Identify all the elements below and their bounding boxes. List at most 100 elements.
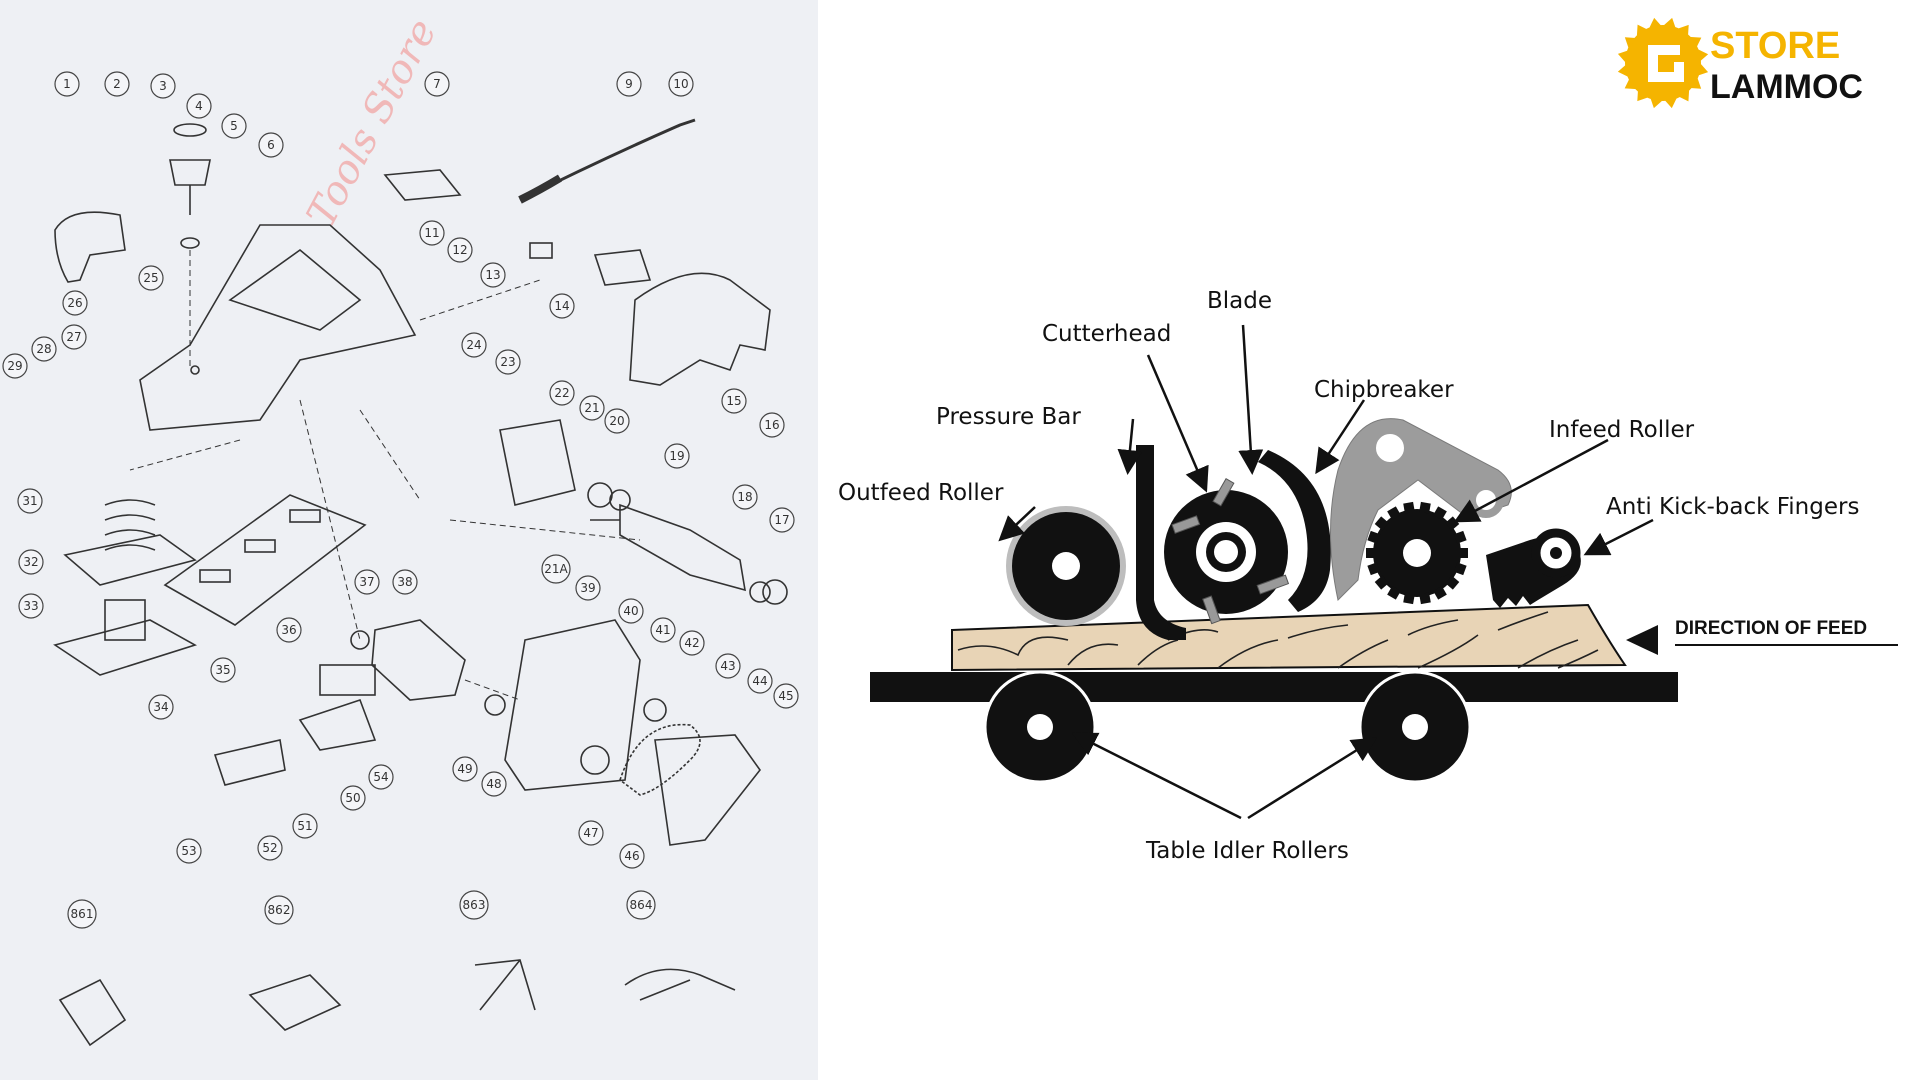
callout-number: 19 [669,449,684,463]
callout-number: 26 [67,296,82,310]
callout-number: 862 [268,903,291,917]
part-handle [629,272,771,386]
label-blade: Blade [1207,288,1272,314]
part-field-coil [499,419,576,506]
callout-circle [452,756,478,782]
callout-circle [150,73,176,99]
callout-number: 14 [554,299,569,313]
callout-number: 31 [22,494,37,508]
label-cutterhead: Cutterhead [1042,321,1171,347]
table-idler-roller-left [983,670,1097,784]
saw-tooth [1678,89,1690,102]
callout-circle [276,617,302,643]
part-shoe [163,494,367,626]
exploded-parts-diagram: Tools Store [0,0,819,1080]
saw-tooth [1650,97,1663,109]
callout-number: 23 [500,355,515,369]
callout-circle [721,388,747,414]
gear-tooth [1445,575,1460,590]
callout-circle [67,899,97,929]
part-knob-cap [173,123,207,137]
label-pressure-bar: Pressure Bar [936,404,1081,430]
saw-tooth [1648,17,1662,29]
callout-number: 25 [143,271,158,285]
callout-number: 28 [36,342,51,356]
gear-tooth [1453,530,1467,544]
part-front-base [53,619,198,676]
callout-circle [17,488,43,514]
callout-circle [461,332,487,358]
chipbreaker [1258,450,1331,612]
callout-number: 33 [23,599,38,613]
logo-lammoc-text: LAMMOC [1710,68,1863,106]
callout-circle [759,412,785,438]
gear-tooth [1387,586,1401,600]
callout-circle [579,395,605,421]
callout-number: 21 [584,401,599,415]
store-lammoc-logo: STORE LAMMOC [1617,17,1863,109]
label-leaders [998,324,1654,820]
callout-number: 32 [23,555,38,569]
gear-tooth [1403,501,1415,514]
callout-number: 863 [463,898,486,912]
gear-tooth [1433,506,1447,520]
part-sketches [53,118,788,1047]
gear-tooth [1419,592,1431,605]
saw-tooth [1617,64,1629,78]
callout-number: 7 [433,77,441,91]
callout-circle [619,843,645,869]
saw-tooth [1697,48,1709,62]
saw-tooth [1636,24,1648,37]
callout-number: 36 [281,623,296,637]
saw-tooth [1664,97,1678,109]
gear-tooth [1458,548,1468,558]
part-belt-cover-plate [504,619,641,791]
callout-circle [54,71,80,97]
saw-tooth [1697,63,1709,76]
callout-number: 54 [373,770,388,784]
callout-number: 43 [720,659,735,673]
callout-number: 38 [397,575,412,589]
callout-number: 35 [215,663,230,677]
callout-circle [495,349,521,375]
callout-circle [481,771,507,797]
part-accessory-864 [624,968,736,1001]
gear-tooth [1387,506,1401,520]
table-idler-roller-right [1358,670,1472,784]
callout-number: 40 [623,604,638,618]
part-drum [371,619,466,701]
planer-diagram-svg: DIRECTION OF FEED Blade Cutterhead Chipb… [838,17,1898,864]
callout-number: 42 [684,636,699,650]
callout-number: 1 [63,77,71,91]
callout-number: 51 [297,819,312,833]
callout-circle [650,617,676,643]
planer-table [870,672,1678,702]
callout-number: 2 [113,77,121,91]
callout-circle [578,820,604,846]
planer-cutaway-diagram: DIRECTION OF FEED Blade Cutterhead Chipb… [818,0,1920,1080]
callout-circle [138,265,164,291]
callout-number: 24 [466,338,481,352]
gear-tooth [1367,562,1381,576]
hammer-icon [1648,45,1684,82]
callout-number: 10 [673,77,688,91]
label-table-idler-rollers: Table Idler Rollers [1145,838,1349,864]
callout-number: 29 [7,359,22,373]
callout-circle [480,262,506,288]
logo-store-text: STORE [1710,25,1840,67]
watermark-text: Tools Store [298,12,446,235]
callout-number: 47 [583,826,598,840]
callout-circle [354,569,380,595]
callout-number: 9 [625,77,633,91]
callout-number: 864 [630,898,653,912]
exploded-view-drawing: Tools Store [2,12,799,1047]
callout-number: 39 [580,581,595,595]
callout-number: 5 [230,119,238,133]
saw-tooth [1637,90,1649,102]
callout-circle [618,598,644,624]
callout-number: 3 [159,79,167,93]
callout-circle [679,630,705,656]
callout-circle [61,324,87,350]
infeed-roller [1366,501,1468,605]
